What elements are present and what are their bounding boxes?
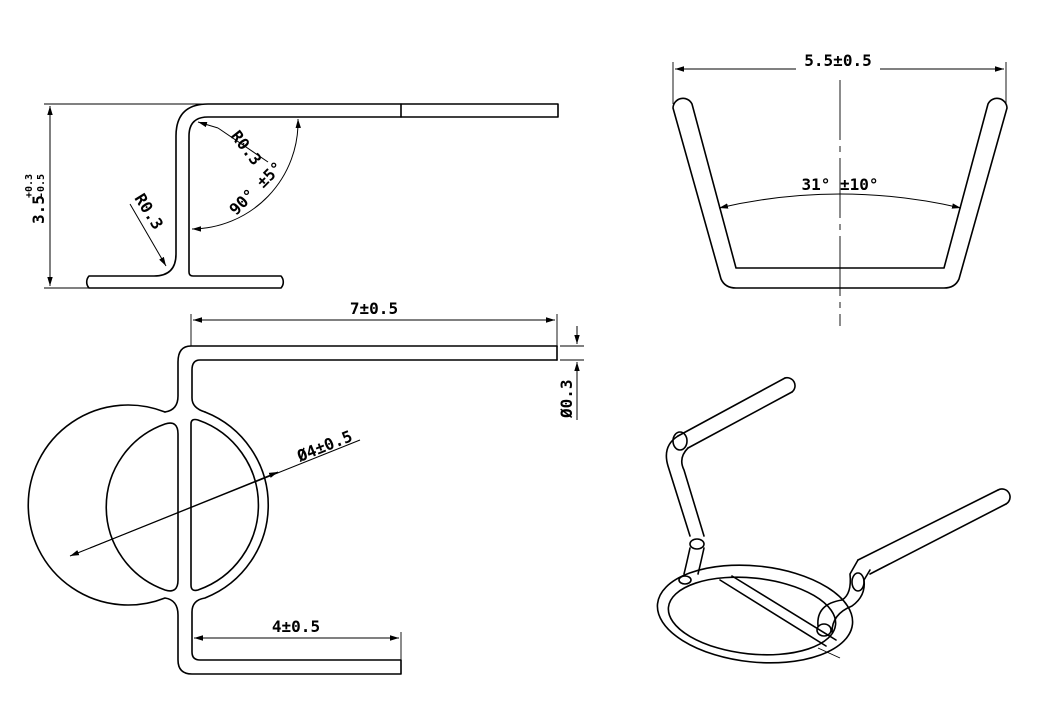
upper-radius-callout: R0.3 (197, 121, 269, 169)
loop-diameter-text: Ø4±0.5 (293, 426, 355, 466)
height-tol-lower: -0.5 (36, 174, 47, 198)
height-base-text: 3.5 (29, 195, 48, 224)
loop-diameter-dimension: Ø4±0.5 (69, 426, 361, 557)
top-length-dimension: 7±0.5 (190, 299, 558, 346)
front-angle-text: 31° ±10° (801, 175, 878, 194)
side-view: 3.5 +0.3 -0.5 R0.3 R0.3 90° ±5° (24, 103, 559, 289)
isometric-view (656, 376, 1011, 664)
front-angle-dimension: 31° ±10° (718, 175, 962, 209)
top-view: 7±0.5 Ø0.3 Ø4±0.5 4±0.5 (27, 299, 584, 675)
front-width-dimension: 5.5±0.5 (672, 51, 1007, 104)
lower-radius-callout: R0.3 (129, 190, 168, 267)
top-view-wire (27, 345, 558, 675)
radius-upper-text: R0.3 (227, 127, 266, 169)
wire-diameter-text: Ø0.3 (557, 379, 576, 419)
bottom-length-dimension: 4±0.5 (194, 617, 402, 660)
length-bottom-text: 4±0.5 (272, 617, 320, 636)
length-top-text: 7±0.5 (350, 299, 398, 318)
wire-diameter-dimension: Ø0.3 (557, 326, 584, 420)
width-text: 5.5±0.5 (804, 51, 871, 70)
height-tol-upper: +0.3 (24, 174, 35, 198)
angle-text: 90° ±5° (225, 158, 286, 219)
front-view: 5.5±0.5 31° ±10° (672, 51, 1008, 326)
radius-lower-text: R0.3 (131, 190, 168, 233)
side-height-dimension: 3.5 +0.3 -0.5 (24, 103, 208, 289)
side-view-wire (85, 103, 559, 289)
